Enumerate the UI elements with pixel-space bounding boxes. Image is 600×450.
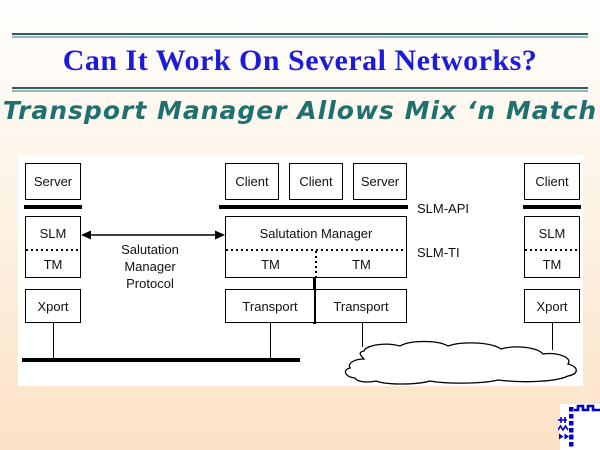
salutation-manager-ti-divider [226, 249, 406, 251]
left-tm-label: TM [43, 256, 63, 272]
left-xport-drop-line [53, 323, 54, 359]
left-xport-box: Xport [25, 289, 81, 323]
middle-client-box-1: Client [225, 163, 279, 200]
slide-subtitle: Transport Manager Allows Mix ‘n Match [2, 96, 598, 125]
middle-api-bar [219, 205, 408, 209]
right-xport-box: Xport [524, 289, 580, 323]
slm-ti-label: SLM-TI [417, 245, 460, 260]
title-rule-top [12, 33, 588, 38]
left-slm-tm-box: SLM TM [25, 216, 81, 278]
middle-tm-label-1: TM [261, 256, 280, 272]
bus-network-line [22, 358, 300, 362]
middle-tm-divider [315, 251, 317, 277]
right-tm-label: TM [542, 256, 562, 272]
middle-server-box: Server [353, 163, 407, 200]
slm-api-label: SLM-API [417, 201, 470, 216]
protocol-caption-line: Manager [124, 259, 176, 274]
right-api-bar [523, 205, 581, 209]
protocol-caption-line: Salutation [121, 242, 179, 257]
protocol-arrow-icon [81, 230, 225, 240]
left-api-bar [24, 205, 82, 209]
protocol-caption: Salutation Manager Protocol [100, 241, 200, 292]
right-slm-tm-divider [525, 249, 579, 251]
salutation-manager-label: Salutation Manager [259, 225, 373, 241]
salutation-logo-icon [558, 404, 600, 450]
salutation-manager-box: Salutation Manager TM TM [225, 216, 407, 278]
right-slm-tm-box: SLM TM [524, 216, 580, 278]
middle-client-box-2: Client [289, 163, 343, 200]
transport-left-drop-line [270, 323, 271, 359]
right-xport-drop-line [552, 323, 553, 350]
left-slm-label: SLM [39, 225, 67, 241]
left-slm-tm-divider [26, 249, 80, 251]
right-client-box: Client [524, 163, 580, 200]
protocol-caption-line: Protocol [126, 276, 174, 291]
slide-title: Can It Work On Several Networks? [62, 44, 538, 77]
right-slm-label: SLM [538, 225, 566, 241]
transport-box-right: Transport [315, 289, 407, 323]
middle-tm-label-2: TM [352, 256, 371, 272]
transport-right-drop-line [362, 323, 363, 347]
network-cloud [344, 340, 577, 385]
left-server-box: Server [25, 163, 81, 200]
title-rule-bottom [12, 87, 588, 92]
diagram-canvas: Server SLM TM Xport Salutation Manager P… [18, 155, 583, 386]
transport-box-left: Transport [225, 289, 315, 323]
